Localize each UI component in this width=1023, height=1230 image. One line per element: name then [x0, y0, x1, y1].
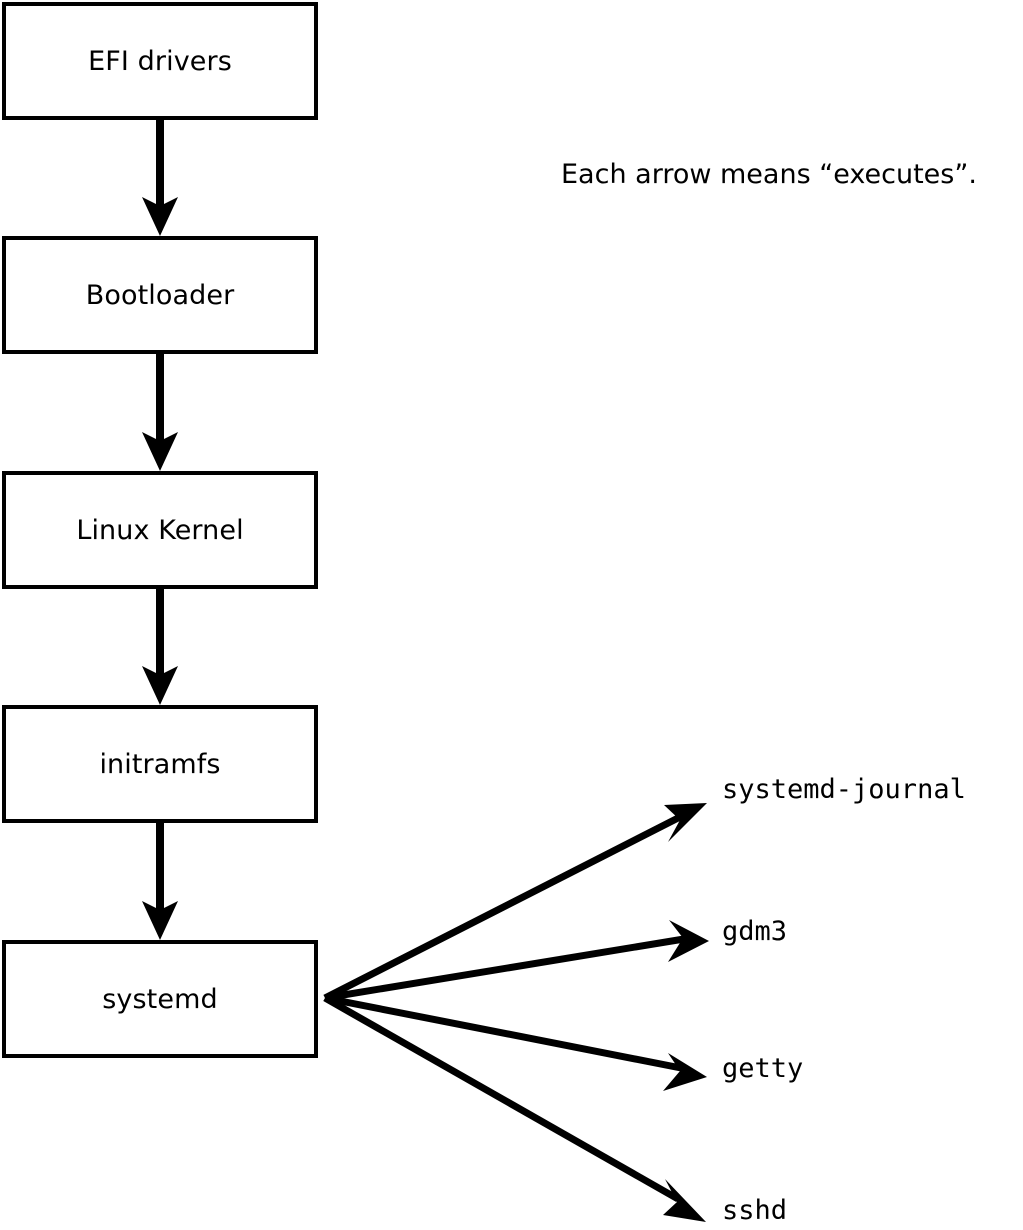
arrow-efi-to-bootloader [142, 120, 178, 236]
process-box-label: systemd [102, 983, 218, 1015]
arrow-bootloader-to-linux-kernel [142, 354, 178, 471]
service-label-gdm3[interactable]: gdm3 [722, 916, 788, 947]
service-label-getty[interactable]: getty [722, 1053, 804, 1084]
process-box-efi-drivers[interactable]: EFI drivers [2, 2, 318, 120]
process-box-systemd[interactable]: systemd [2, 940, 318, 1058]
process-box-label: EFI drivers [88, 45, 232, 77]
process-box-initramfs[interactable]: initramfs [2, 705, 318, 823]
arrow-linux-kernel-to-initramfs [142, 589, 178, 705]
arrow-systemd-to-getty [324, 994, 707, 1091]
process-box-label: Bootloader [85, 279, 235, 311]
arrow-initramfs-to-systemd [142, 823, 178, 940]
process-box-bootloader[interactable]: Bootloader [2, 236, 318, 354]
process-box-linux-kernel[interactable]: Linux Kernel [2, 471, 318, 589]
arrow-systemd-to-gdm3 [324, 920, 709, 1002]
process-box-label: initramfs [99, 748, 221, 780]
arrow-systemd-to-systemd-journal [323, 803, 707, 1002]
service-label-sshd[interactable]: sshd [722, 1195, 788, 1226]
diagram-caption: Each arrow means “executes”. [561, 159, 977, 190]
service-label-systemd-journal[interactable]: systemd-journal [722, 774, 966, 805]
process-box-label: Linux Kernel [76, 514, 244, 546]
arrow-systemd-to-sshd [323, 994, 706, 1222]
